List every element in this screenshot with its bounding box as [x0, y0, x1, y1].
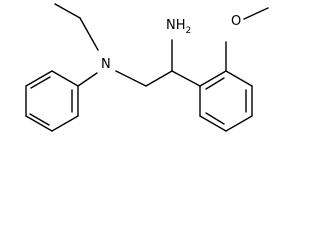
bond-ch-aryl [171, 70, 201, 87]
molecule-drawing: NH2 N O [25, 3, 269, 132]
chemical-structure: NH2 N O [25, 3, 269, 132]
bond-n-phenyl [77, 72, 98, 87]
bond-ch2-ch [145, 70, 173, 87]
methoxy-group [225, 7, 269, 72]
phenyl-ring [25, 70, 79, 132]
oxygen-label: O [231, 14, 241, 29]
amine-label: NH2 [166, 18, 191, 36]
ethyl-group [54, 3, 99, 51]
bond-ch3-ch2 [54, 3, 81, 19]
bond-ch2-n [79, 17, 99, 51]
nitrogen-label: N [101, 57, 111, 72]
bond-n-ch2 [115, 70, 147, 87]
backbone-chain [115, 39, 201, 87]
bond-o-ch3 [243, 7, 269, 20]
methoxyphenyl-ring [199, 70, 253, 132]
